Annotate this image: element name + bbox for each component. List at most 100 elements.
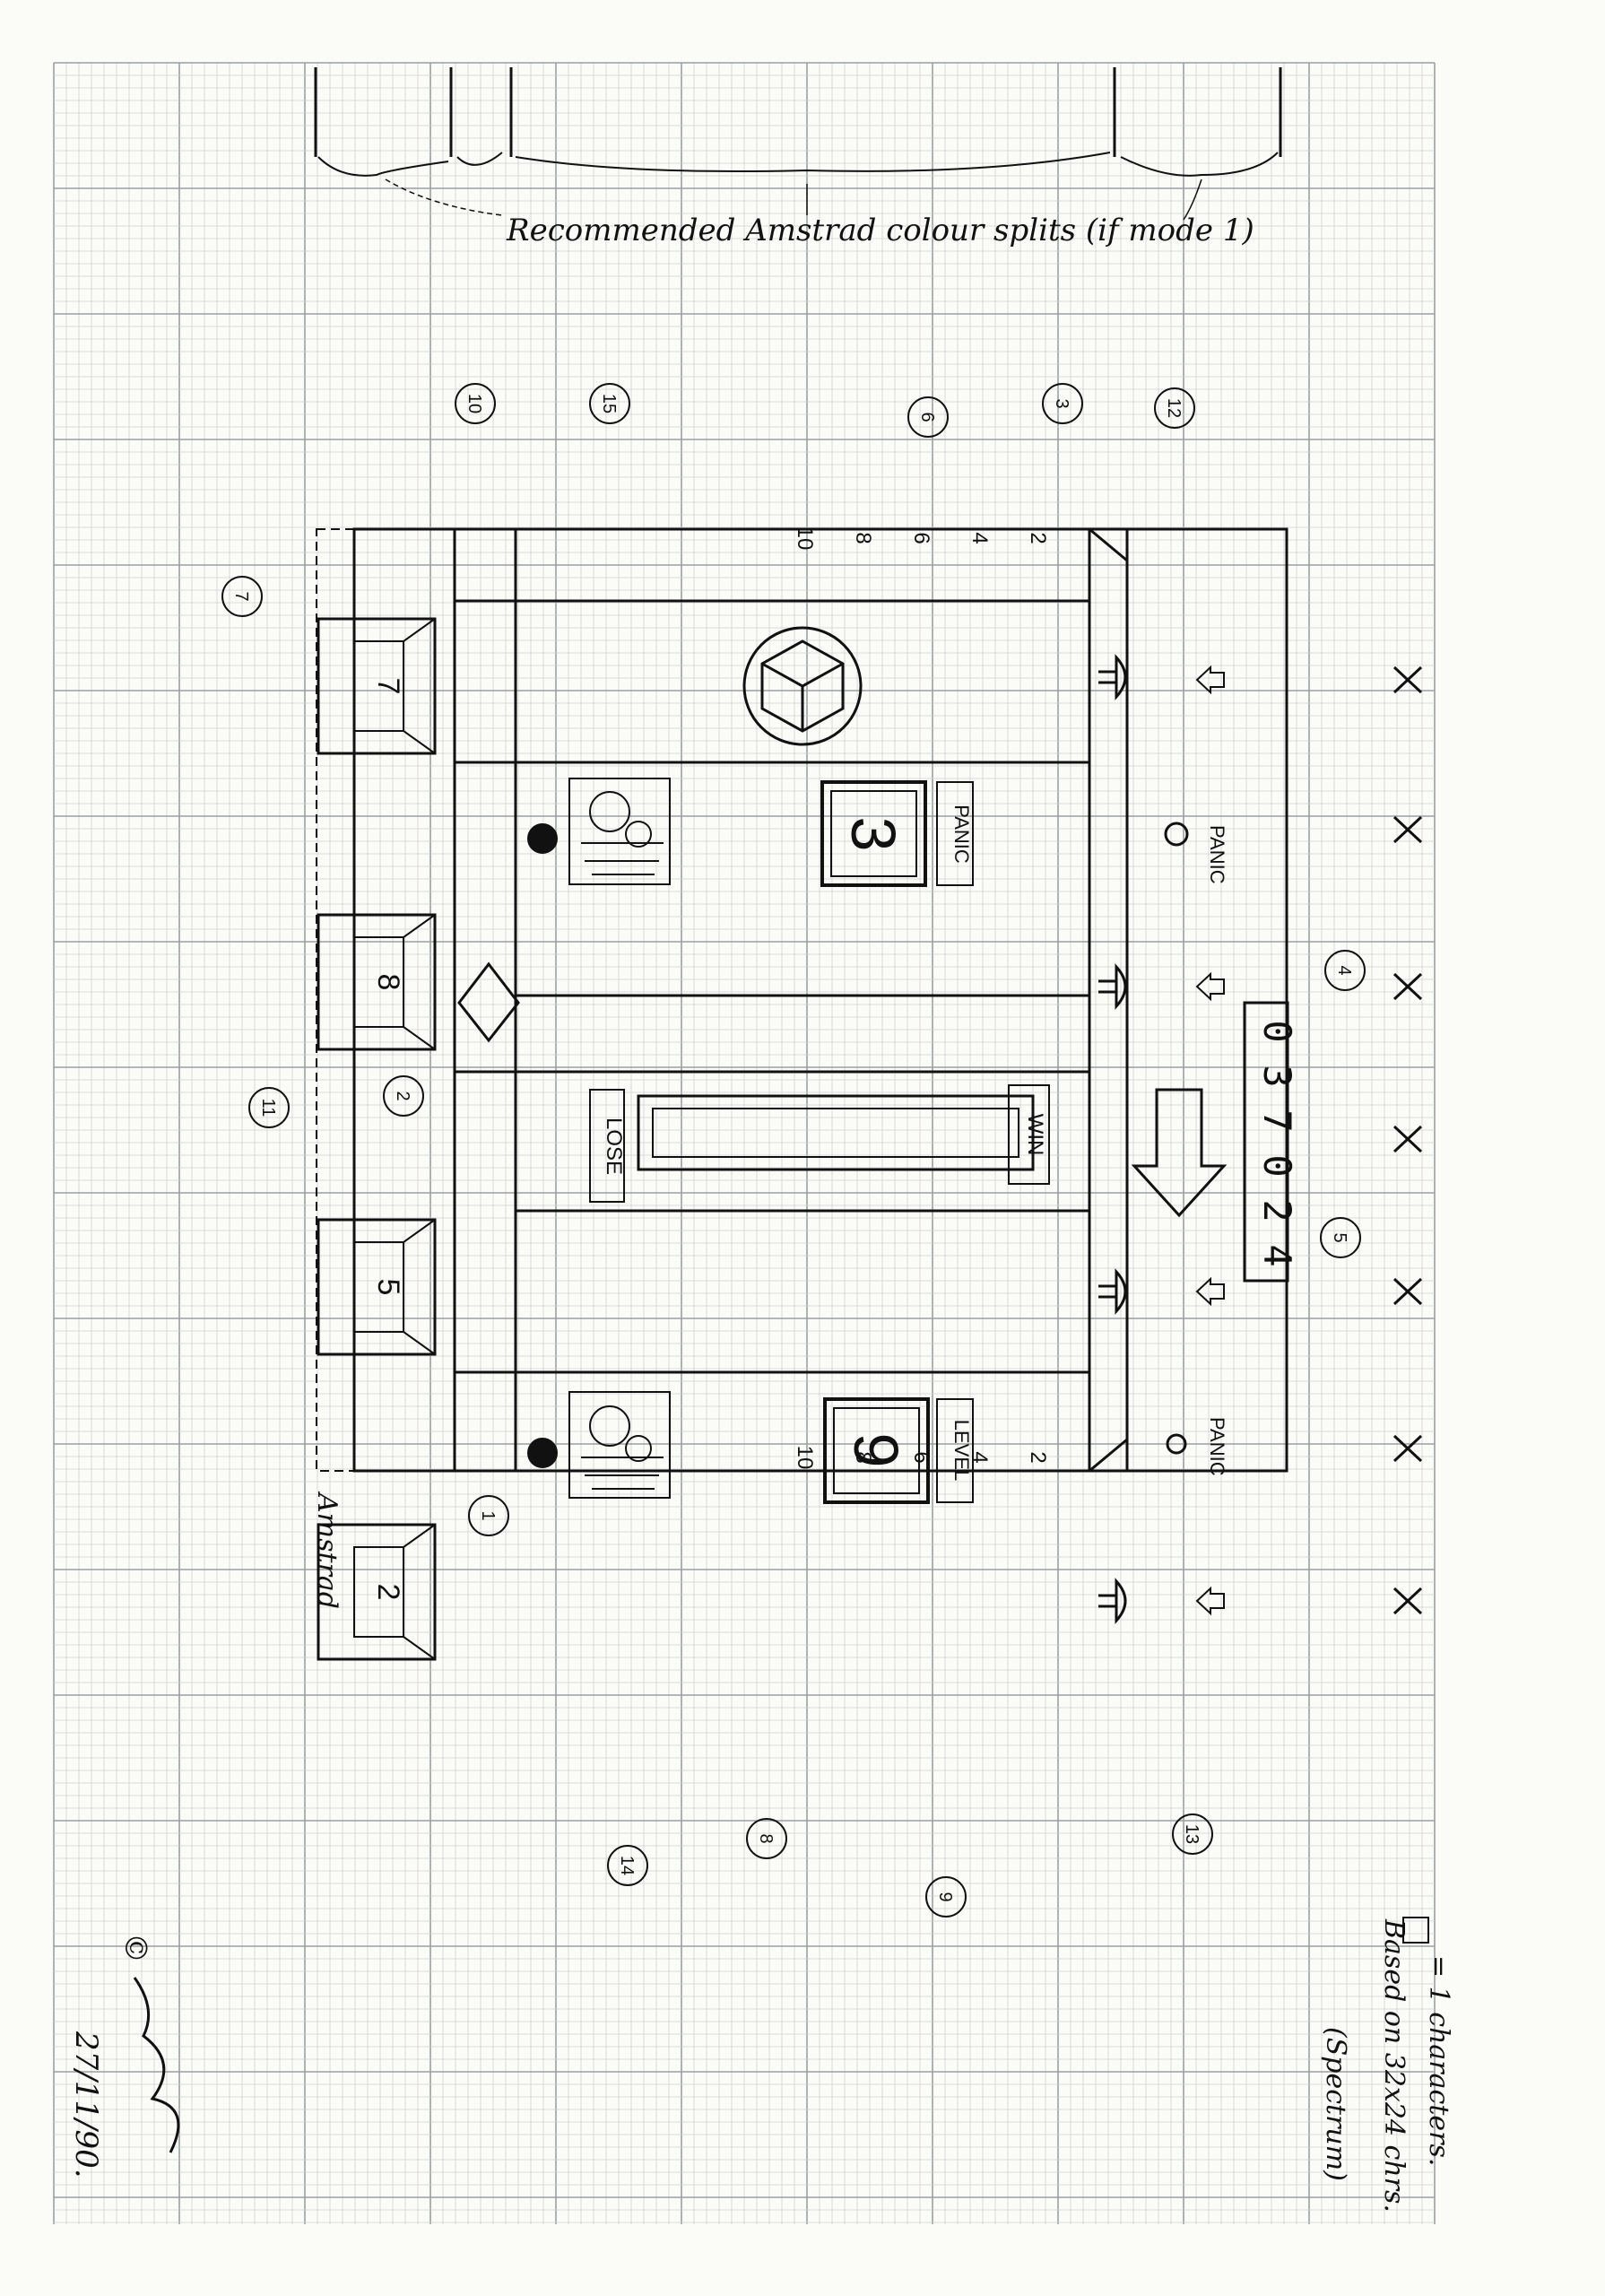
small-arrow-icon (1195, 1586, 1225, 1616)
character-cell-icon (1402, 1917, 1429, 1944)
callout-3: 3 (1042, 383, 1083, 424)
lose-label: LOSE (602, 1118, 626, 1175)
bottom-button-label: 5 (371, 1279, 405, 1296)
mushroom-icon (1098, 654, 1127, 700)
diamond-icon (457, 961, 520, 1043)
character-sprite-top (527, 778, 671, 885)
score-digit: 2 (1255, 1199, 1299, 1222)
mushroom-icon (1098, 963, 1127, 1010)
scale-tick-label: 10 (793, 526, 817, 551)
cross-icon (1392, 815, 1423, 844)
panic-light-2 (1166, 1433, 1187, 1455)
score-digit: 0 (1255, 1020, 1299, 1042)
cross-icon (1392, 1125, 1423, 1153)
scale-tick-label: 4 (967, 1451, 992, 1463)
amstrad-label: Amstrad (311, 1491, 343, 1609)
callout-2: 2 (383, 1075, 424, 1117)
copyright-mark: © (117, 1933, 153, 1963)
scale-tick-label: 2 (1026, 1451, 1050, 1463)
callout-6: 6 (907, 396, 949, 438)
graph-grid (53, 62, 1436, 2224)
side-scales: 2 4 6 8 10 2 4 6 8 10 (793, 526, 1050, 1470)
bottom-button-4: 2 (317, 1523, 437, 1661)
callout-11: 11 (248, 1087, 290, 1128)
header-note: Recommended Amstrad colour splits (if mo… (506, 213, 1254, 248)
signature-date: 27/11/90. (68, 2031, 104, 2179)
screen-layout (316, 527, 1288, 1473)
callout-9: 9 (925, 1876, 967, 1918)
cross-icon (1392, 1587, 1423, 1615)
level-counter-value: 9 (841, 1433, 911, 1468)
colour-split-marks (314, 67, 1282, 221)
callout-14: 14 (607, 1845, 648, 1886)
scale-tick-label: 2 (1026, 532, 1050, 544)
character-sprite-bottom (527, 1391, 671, 1499)
small-arrow-icon (1195, 665, 1225, 695)
scale-tick-label: 8 (851, 532, 875, 544)
callout-12: 12 (1154, 387, 1195, 429)
callout-number: 10 (464, 394, 484, 413)
callout-7: 7 (221, 576, 263, 617)
cross-icon (1392, 665, 1423, 694)
scale-tick-label: 4 (967, 532, 992, 544)
callout-15: 15 (589, 383, 630, 424)
callout-number: 11 (258, 1099, 278, 1118)
legend-platform: (Spectrum) (1320, 2027, 1351, 2181)
panic-counter-value: 3 (838, 817, 908, 852)
mushroom-icon (1098, 1268, 1127, 1315)
callout-8: 8 (746, 1818, 787, 1859)
bottom-button-2: 8 (317, 913, 437, 1051)
callout-number: 14 (617, 1856, 637, 1875)
win-label: WIN (1023, 1114, 1047, 1156)
status-icon-column (1098, 654, 1423, 1624)
score-digit: 4 (1255, 1244, 1299, 1266)
callout-number: 6 (917, 412, 937, 422)
callout-number: 7 (231, 591, 251, 601)
callout-number: 12 (1164, 398, 1184, 418)
callout-number: 8 (756, 1833, 776, 1843)
cross-icon (1392, 1434, 1423, 1463)
small-arrow-icon (1195, 971, 1225, 1002)
win-lose-meter (637, 1094, 1035, 1171)
scale-tick-label: 6 (909, 1451, 933, 1463)
legend-based-on: Based on 32x24 chrs. (1378, 1918, 1410, 2213)
score-display (1243, 1001, 1289, 1283)
callout-number: 2 (393, 1091, 412, 1100)
level-box-label: LEVEL (950, 1420, 973, 1482)
bottom-buttons: 7 8 5 2 (317, 617, 437, 1661)
big-down-arrow-icon (1131, 1088, 1228, 1218)
callout-number: 1 (478, 1510, 498, 1520)
score-digit: 0 (1255, 1154, 1299, 1177)
cross-icon (1392, 1277, 1423, 1306)
scale-tick-label: 8 (851, 1451, 875, 1463)
callout-13: 13 (1172, 1813, 1213, 1855)
callout-10: 10 (455, 383, 496, 424)
scale-tick-label: 10 (793, 1446, 817, 1470)
signature-scribble (133, 1977, 180, 2153)
panic-label-2: PANIC (1206, 1417, 1228, 1476)
level-counter-box (823, 1397, 930, 1504)
bottom-button-1: 7 (317, 617, 437, 755)
bottom-button-label: 7 (371, 678, 405, 695)
hexagon-ball-icon (742, 626, 863, 746)
cross-icon (1392, 972, 1423, 1001)
small-arrow-icon (1195, 1276, 1225, 1307)
scale-tick-label: 6 (909, 532, 933, 544)
callout-4: 4 (1324, 950, 1366, 991)
callout-number: 13 (1182, 1824, 1202, 1844)
callout-1: 1 (468, 1495, 509, 1536)
callout-number: 3 (1052, 398, 1071, 408)
callout-5: 5 (1320, 1217, 1361, 1258)
bottom-button-label: 2 (371, 1584, 405, 1601)
panic-label-1: PANIC (1206, 825, 1228, 884)
callout-number: 9 (935, 1892, 955, 1901)
panic-light-1 (1164, 822, 1189, 847)
bottom-button-label: 8 (371, 974, 405, 991)
score-digit: 7 (1255, 1109, 1299, 1132)
callout-number: 5 (1330, 1232, 1349, 1242)
mushroom-icon (1098, 1578, 1127, 1624)
bottom-button-3: 5 (317, 1218, 437, 1356)
